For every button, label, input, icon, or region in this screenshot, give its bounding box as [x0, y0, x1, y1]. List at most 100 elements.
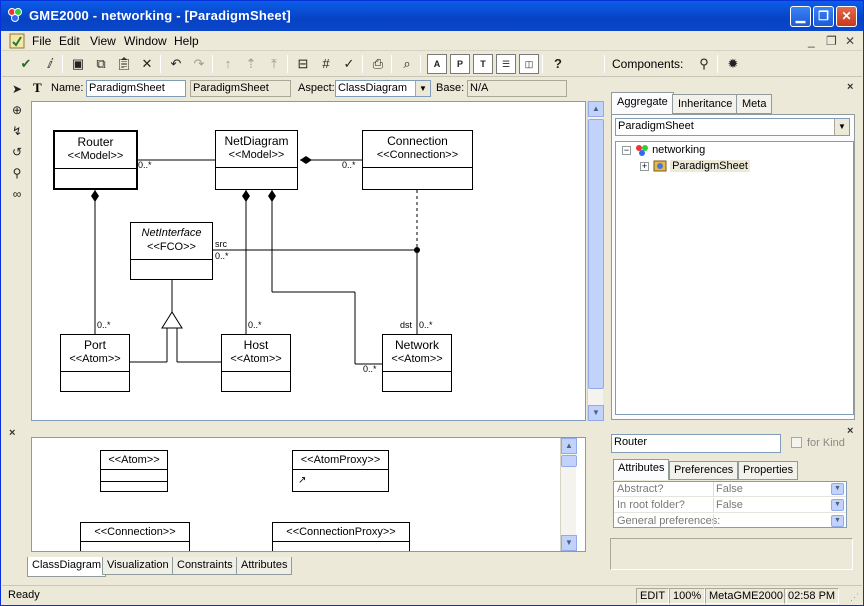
port-node[interactable]: Port <<Atom>>	[60, 334, 130, 392]
netinterface-node[interactable]: NetInterface <<FCO>>	[130, 222, 213, 280]
inspector-name-field[interactable]: Router	[611, 434, 781, 453]
document-icon[interactable]	[9, 33, 25, 49]
grid-icon[interactable]: #	[322, 56, 330, 71]
title-bar[interactable]: GME2000 - networking - [ParadigmSheet] ▁…	[1, 1, 863, 31]
connect-mode-icon[interactable]: ↯	[11, 124, 23, 138]
column-divider	[713, 514, 714, 529]
expand-icon[interactable]: +	[640, 160, 649, 171]
tab-aggregate[interactable]: Aggregate	[611, 92, 674, 115]
mdi-restore-button[interactable]: ❐	[826, 34, 837, 48]
title-bar-icon[interactable]: T	[473, 54, 493, 74]
aspect-select[interactable]: ClassDiagram ▼	[335, 80, 431, 97]
compartment-divider	[363, 167, 472, 168]
tab-meta[interactable]: Meta	[736, 94, 773, 114]
binoculars-icon[interactable]: ⚲	[699, 56, 709, 71]
paste-icon[interactable]: 📋︎	[115, 56, 133, 71]
model-canvas[interactable]: Router <<Model>> NetDiagram <<Model>> Co…	[31, 101, 586, 421]
browser-filter-select[interactable]: ParadigmSheet ▼	[615, 118, 850, 136]
menu-help[interactable]: Help	[174, 34, 199, 48]
go-up-next-icon[interactable]: ⇡	[245, 56, 257, 71]
tab-inspector-preferences[interactable]: Preferences	[669, 461, 739, 480]
close-panel-icon[interactable]: ×	[847, 81, 854, 93]
part-connectionproxy[interactable]: <<ConnectionProxy>>	[272, 522, 410, 551]
scroll-down-icon[interactable]: ▼	[588, 405, 604, 421]
host-node[interactable]: Host <<Atom>>	[221, 334, 291, 392]
menu-file[interactable]: File	[32, 34, 52, 48]
chevron-down-icon[interactable]: ▼	[831, 483, 844, 495]
save-icon[interactable]: ▣	[71, 56, 85, 71]
scroll-thumb[interactable]	[561, 455, 577, 467]
zoom-mode-icon[interactable]: ⊕	[11, 103, 23, 117]
attribute-row[interactable]: In root folder? False ▼	[614, 498, 846, 513]
help-icon[interactable]: ?	[554, 56, 562, 71]
go-up-icon[interactable]: ↑	[224, 56, 232, 71]
close-button[interactable]: ✕	[836, 6, 857, 27]
part-atom[interactable]: <<Atom>>	[100, 450, 168, 492]
tab-inspector-properties[interactable]: Properties	[738, 461, 799, 480]
search-icon[interactable]: ⌕	[403, 56, 411, 71]
tab-classdiagram[interactable]: ClassDiagram	[27, 557, 107, 577]
scroll-up-icon[interactable]: ▲	[561, 438, 577, 454]
tab-inheritance[interactable]: Inheritance	[672, 94, 739, 114]
visualize-mode-icon[interactable]: ⚲	[12, 166, 22, 180]
set-mode-icon[interactable]: ∞	[12, 187, 22, 201]
copy-icon[interactable]: ⧉	[96, 56, 106, 71]
tab-attributes[interactable]: Attributes	[236, 557, 293, 575]
router-node[interactable]: Router <<Model>>	[53, 130, 138, 190]
tab-constraints[interactable]: Constraints	[172, 557, 238, 575]
tree-item-paradigmsheet[interactable]: + ParadigmSheet	[640, 160, 750, 172]
attribute-row[interactable]: General preferences: ▼	[614, 514, 846, 529]
maximize-button[interactable]: ❐	[813, 6, 834, 27]
name-field[interactable]: ParadigmSheet	[86, 80, 186, 97]
chevron-down-icon[interactable]: ▼	[831, 499, 844, 511]
delete-icon[interactable]: ✕	[141, 56, 153, 71]
chevron-down-icon[interactable]: ▼	[831, 515, 844, 527]
go-top-icon[interactable]: ⤒	[271, 56, 277, 71]
gear-icon[interactable]: ✹	[727, 56, 739, 71]
connection-node[interactable]: Connection <<Connection>>	[362, 130, 473, 190]
edge-label: 0..*	[138, 160, 152, 170]
mdi-minimize-button[interactable]: _	[808, 34, 815, 48]
minimize-button[interactable]: ▁	[790, 6, 811, 27]
redo-icon[interactable]: ↷	[193, 56, 205, 71]
for-kind-checkbox[interactable]	[791, 437, 802, 448]
close-panel-icon[interactable]: ×	[847, 425, 854, 437]
part-connection[interactable]: <<Connection>>	[80, 522, 190, 551]
panel-layout-icon[interactable]: ☰	[496, 54, 516, 74]
menu-window[interactable]: Window	[124, 34, 167, 48]
collapse-icon[interactable]: −	[622, 144, 631, 155]
chevron-down-icon[interactable]: ▼	[415, 81, 430, 96]
close-panel-icon[interactable]: ×	[9, 427, 16, 439]
resize-grip-icon[interactable]: ⋰	[850, 592, 859, 602]
align-icon[interactable]: ⊟	[297, 56, 309, 71]
menu-view[interactable]: View	[90, 34, 116, 48]
scroll-thumb[interactable]	[588, 119, 604, 389]
scroll-down-icon[interactable]: ▼	[561, 535, 577, 551]
tab-inspector-attributes[interactable]: Attributes	[613, 459, 670, 480]
connection-stereotype: <<Connection>>	[376, 149, 459, 161]
canvas-scrollbar[interactable]: ▲ ▼	[587, 101, 604, 421]
tab-visualization[interactable]: Visualization	[102, 557, 174, 575]
validate-icon[interactable]: ✓	[343, 56, 355, 71]
disconnect-mode-icon[interactable]: ↺	[11, 145, 23, 159]
split-view-icon[interactable]: ◫	[519, 54, 539, 74]
toolbar-separator	[62, 55, 63, 73]
undo-icon[interactable]: ↶	[170, 56, 182, 71]
print-icon[interactable]: ⎙	[372, 56, 384, 71]
chevron-down-icon[interactable]: ▼	[834, 119, 849, 135]
network-node[interactable]: Network <<Atom>>	[382, 334, 452, 392]
select-mode-icon[interactable]: ➤	[11, 82, 23, 96]
check-icon[interactable]: ✔	[20, 56, 32, 71]
scroll-up-icon[interactable]: ▲	[588, 101, 604, 117]
part-atomproxy[interactable]: <<AtomProxy>> ↗	[292, 450, 389, 492]
attribute-row[interactable]: Abstract? False ▼	[614, 482, 846, 497]
text-tool-icon: T	[33, 80, 42, 95]
part-browser-scrollbar[interactable]: ▲ ▼	[560, 438, 577, 551]
attribute-panel-icon[interactable]: A	[427, 54, 447, 74]
mdi-close-button[interactable]: ✕	[845, 34, 856, 48]
interpret-icon[interactable]: ⅈ	[46, 56, 52, 71]
part-browser-icon[interactable]: P	[450, 54, 470, 74]
menu-edit[interactable]: Edit	[59, 34, 80, 48]
tree-item-networking[interactable]: − networking	[622, 144, 705, 157]
netdiagram-node[interactable]: NetDiagram <<Model>>	[215, 130, 298, 190]
